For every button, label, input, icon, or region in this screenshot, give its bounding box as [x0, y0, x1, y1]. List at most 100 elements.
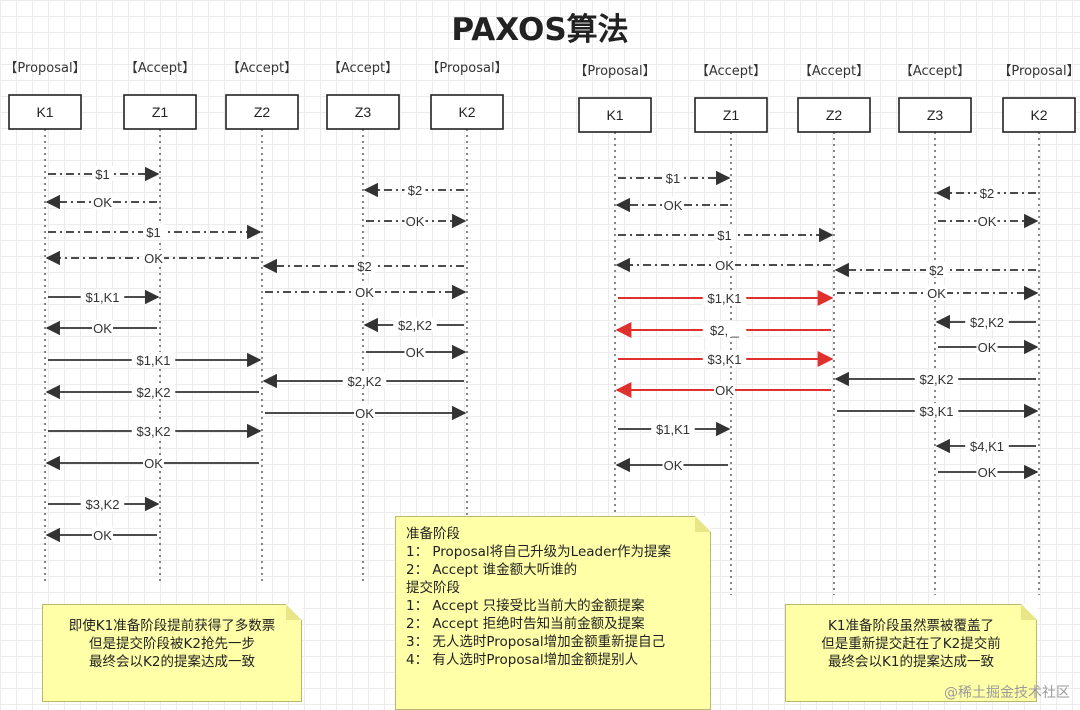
center-note-line: 3： 无人选时Proposal增加金额重新提自己 — [406, 634, 666, 650]
message-label-bg — [143, 455, 164, 470]
right-sequence-diagram: 【Proposal】【Accept】【Accept】【Accept】【Propo… — [574, 64, 1080, 595]
right-note: K1准备阶段虽然票被覆盖了 但是重新提交赶在了K2提交前 最终会以K1的提案达成… — [785, 604, 1037, 702]
node-label: K2 — [458, 104, 475, 120]
message-label: OK — [144, 456, 163, 471]
message-label: OK — [715, 258, 734, 273]
message-label: $1,K1 — [656, 422, 690, 437]
message-label: OK — [355, 406, 374, 421]
node-label: Z3 — [355, 104, 372, 120]
center-note-line: 4： 有人选时Proposal增加金额提别人 — [406, 652, 639, 668]
role-label: 【Proposal】 — [998, 64, 1079, 79]
message-label: OK — [406, 214, 425, 229]
message-label: OK — [978, 465, 997, 480]
message-label-bg — [354, 405, 375, 420]
message-label-bg — [926, 285, 947, 300]
left-note: 即使K1准备阶段提前获得了多数票 但是提交阶段被K2抢先一步 最终会以K2的提案… — [42, 604, 302, 702]
message-label-bg — [965, 438, 1009, 453]
message-label: OK — [355, 285, 374, 300]
node-label: Z3 — [927, 107, 944, 123]
message-label: $2,K2 — [398, 318, 432, 333]
message-label: $1 — [666, 171, 680, 186]
message-label-bg — [926, 262, 947, 277]
message-label-bg — [131, 423, 176, 438]
message-label: $1,K1 — [86, 290, 120, 305]
message-label-bg — [662, 197, 684, 212]
message-label: OK — [664, 198, 683, 213]
message-label-bg — [702, 322, 747, 337]
message-label-bg — [404, 344, 426, 359]
message-label: OK — [715, 383, 734, 398]
message-label: $1 — [717, 228, 731, 243]
message-label: $2,K2 — [137, 385, 171, 400]
message-label: OK — [406, 345, 425, 360]
left-note-line: 即使K1准备阶段提前获得了多数票 — [68, 618, 276, 634]
message-label: $4,K1 — [970, 439, 1004, 454]
node-box — [225, 94, 299, 130]
role-label: 【Accept】 — [696, 64, 766, 79]
message-label: OK — [93, 321, 112, 336]
message-label-bg — [342, 373, 387, 388]
center-note-line: 1： Accept 只接受比当前大的金额提案 — [406, 598, 645, 614]
message-label-bg — [651, 421, 695, 436]
message-label-bg — [965, 314, 1009, 329]
message-label-bg — [662, 457, 684, 472]
node-box — [430, 94, 504, 130]
node-label: Z1 — [723, 107, 740, 123]
message-label: $1,K1 — [708, 291, 742, 306]
message-label: OK — [927, 286, 946, 301]
message-label: OK — [93, 528, 112, 543]
center-note: 准备阶段 1： Proposal将自己升级为Leader作为提案 2： Acce… — [395, 516, 711, 710]
node-box — [694, 97, 768, 133]
node-box — [123, 94, 197, 130]
message-label-bg — [92, 320, 113, 335]
message-label-bg — [131, 384, 176, 399]
message-label: OK — [664, 458, 683, 473]
node-label: K1 — [36, 104, 53, 120]
message-label: $1,K1 — [137, 353, 171, 368]
left-sequence-diagram: 【Proposal】【Accept】【Accept】【Accept】【Propo… — [4, 61, 508, 585]
message-label: $3,K2 — [137, 424, 171, 439]
center-note-line: 2： Accept 谁金额大听谁的 — [406, 562, 578, 578]
message-label: $3,K1 — [708, 352, 742, 367]
message-label-bg — [914, 371, 959, 386]
message-label: $2 — [929, 263, 943, 278]
page-title: PAXOS算法 — [451, 12, 629, 48]
message-label-bg — [976, 213, 998, 228]
role-label: 【Accept】 — [227, 61, 297, 76]
message-label: $2,K2 — [920, 372, 954, 387]
message-label: OK — [978, 214, 997, 229]
message-label: OK — [978, 340, 997, 355]
message-label-bg — [80, 289, 125, 304]
node-box — [1002, 97, 1076, 133]
role-label: 【Accept】 — [799, 64, 869, 79]
message-label-bg — [662, 170, 684, 185]
message-label-bg — [714, 227, 735, 242]
watermark: @稀土掘金技术社区 — [944, 685, 1070, 701]
center-note-line: 2： Accept 拒绝时告知当前金额及提案 — [406, 616, 645, 632]
message-label-bg — [80, 496, 125, 511]
message-label: $2,K2 — [970, 315, 1004, 330]
node-label: Z2 — [254, 104, 271, 120]
node-box — [797, 97, 871, 133]
message-label-bg — [131, 352, 176, 367]
message-label-bg — [143, 224, 164, 239]
message-label-bg — [976, 464, 998, 479]
message-label-bg — [354, 284, 375, 299]
message-label: $2,K2 — [348, 374, 382, 389]
message-label-bg — [702, 290, 747, 305]
role-label: 【Proposal】 — [4, 61, 85, 76]
center-note-line: 提交阶段 — [406, 580, 460, 596]
role-label: 【Accept】 — [125, 61, 195, 76]
message-label: $2, _ — [710, 323, 740, 338]
message-label-bg — [393, 317, 437, 332]
message-label-bg — [976, 339, 998, 354]
node-box — [578, 97, 652, 133]
role-label: 【Proposal】 — [426, 61, 507, 76]
message-label: $2 — [408, 183, 422, 198]
right-note-line: 最终会以K1的提案达成一致 — [828, 654, 994, 670]
node-label: Z1 — [152, 104, 169, 120]
role-label: 【Accept】 — [900, 64, 970, 79]
message-label: $2 — [357, 259, 371, 274]
message-label-bg — [92, 166, 113, 181]
